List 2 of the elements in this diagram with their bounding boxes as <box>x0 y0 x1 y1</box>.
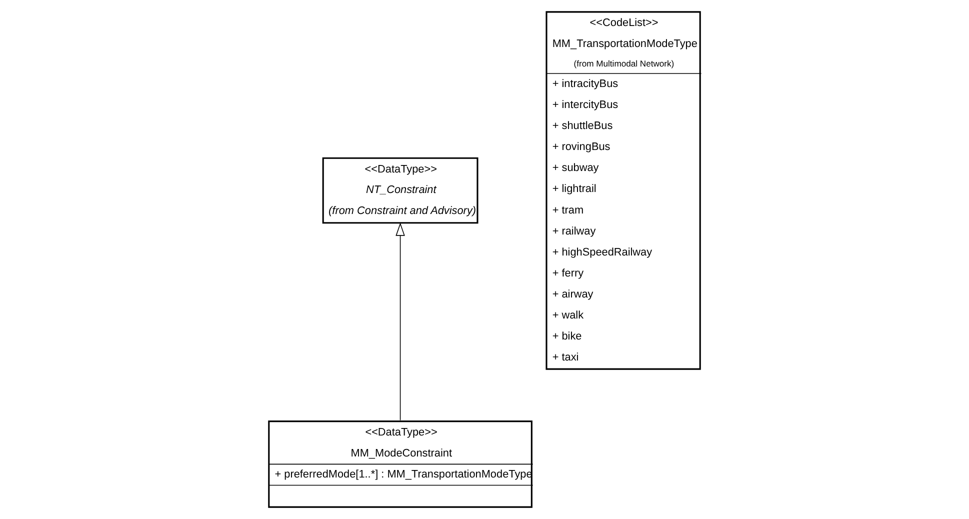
arrow <box>396 222 405 421</box>
node-box: <<DataType>> NT_Constraint (from Constraint and Advisory) <box>322 157 478 224</box>
